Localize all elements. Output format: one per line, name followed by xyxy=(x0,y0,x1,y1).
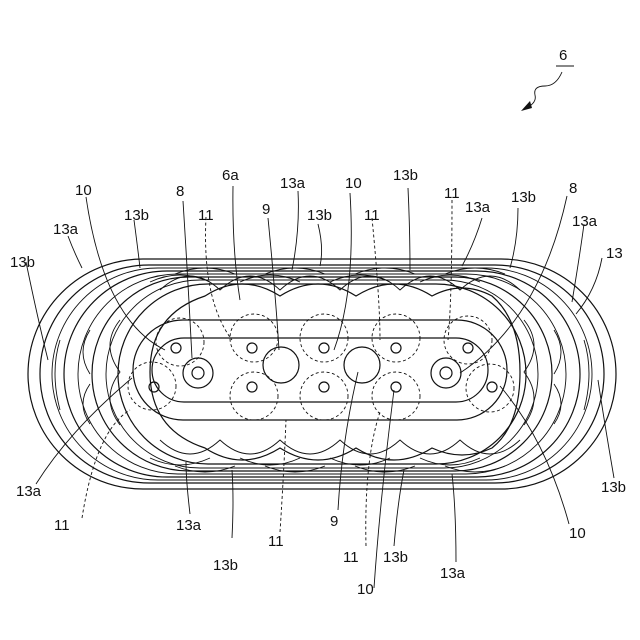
carrier-inner xyxy=(152,338,488,402)
label-13b-far-left: 13b xyxy=(10,254,35,271)
label-8-left: 8 xyxy=(176,183,184,200)
jacket-layer-4 xyxy=(64,271,580,477)
label-13a-bottom-right: 13a xyxy=(440,565,466,582)
label-13a-bottom-mid: 13a xyxy=(176,517,202,534)
label-13a-top-mid: 13a xyxy=(280,175,306,192)
label-10-right: 10 xyxy=(569,525,586,542)
label-10-top-mid: 10 xyxy=(345,175,362,192)
label-13b-top-mid: 13b xyxy=(307,207,332,224)
jacket-layer-6 xyxy=(92,277,552,471)
label-11-bottom-left: 11 xyxy=(54,517,70,534)
label-13b-top-right: 13b xyxy=(511,189,536,206)
reference-labels: 6 6a 8 8 9 9 10 10 10 10 11 11 11 11 11 … xyxy=(10,47,626,598)
label-9-bottom: 9 xyxy=(330,513,338,530)
leader-lines xyxy=(26,186,614,588)
label-13a-top-right: 13a xyxy=(465,199,491,216)
label-8-right: 8 xyxy=(569,180,577,197)
label-10-bottom: 10 xyxy=(357,581,374,598)
jacket-layers xyxy=(28,259,616,489)
label-11-bottom-right: 11 xyxy=(343,549,359,566)
label-10-top-left: 10 xyxy=(75,182,92,199)
label-13a-left: 13a xyxy=(53,221,79,238)
label-13b-top-left: 13b xyxy=(124,207,149,224)
label-13: 13 xyxy=(606,245,623,262)
label-13a-right: 13a xyxy=(572,213,598,230)
label-6: 6 xyxy=(559,47,567,64)
label-13b-right: 13b xyxy=(601,479,626,496)
figure-reference-arrow xyxy=(521,66,574,111)
dashed-lobes-11 xyxy=(128,314,514,420)
label-6a: 6a xyxy=(222,167,239,184)
jacket-inner xyxy=(118,284,526,464)
label-11-top-right: 11 xyxy=(444,185,460,202)
scallop-arcs-bottom xyxy=(150,440,520,472)
label-11-top-mid: 11 xyxy=(364,207,380,224)
inner-scalloped-body-6a xyxy=(150,284,520,460)
conductors-8 xyxy=(183,358,461,388)
label-9-top: 9 xyxy=(262,201,270,218)
label-13b-bottom-mid: 13b xyxy=(383,549,408,566)
label-13a-bottom-left: 13a xyxy=(16,483,42,500)
label-11-bottom-mid: 11 xyxy=(268,533,284,550)
label-13b-top-center: 13b xyxy=(393,167,418,184)
jacket-layer-7 xyxy=(106,280,538,468)
jacket-outer-1 xyxy=(28,259,616,489)
label-13b-bottom-left: 13b xyxy=(213,557,238,574)
label-11-top-left: 11 xyxy=(198,207,214,224)
